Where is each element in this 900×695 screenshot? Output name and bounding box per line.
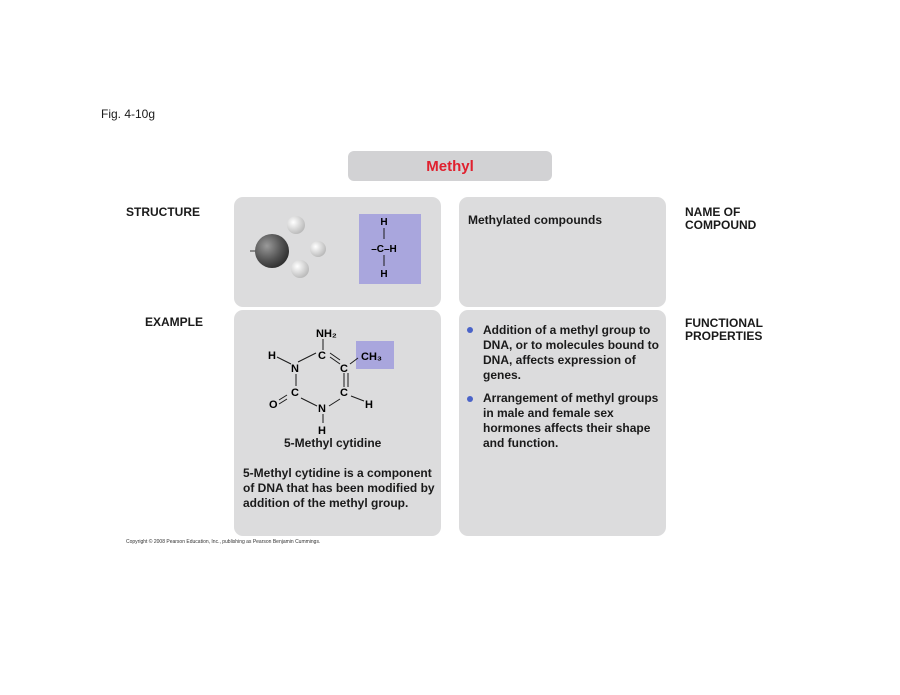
functional-group-title: Methyl — [348, 151, 552, 181]
figure-label: Fig. 4-10g — [101, 107, 156, 121]
functional-point-1: Addition of a methyl group to DNA, or to… — [483, 323, 659, 382]
structure-panel: H –C–H H — [234, 197, 441, 307]
atom-o: O — [269, 399, 278, 411]
functional-properties-label: FUNCTIONAL PROPERTIES — [685, 316, 763, 343]
functional-properties-panel: Addition of a methyl group to DNA, or to… — [459, 310, 666, 536]
hydrogen-atom — [310, 241, 326, 257]
atom-labels: NH₂ H N C C CH₃ O C N C H H — [268, 328, 382, 437]
atom-n-upper: N — [291, 363, 299, 375]
ball-and-stick-model — [250, 216, 326, 278]
atom-n-lower: N — [318, 403, 326, 415]
atom-h-right: H — [365, 399, 373, 411]
ring-bonds — [276, 339, 365, 423]
structure-label: STRUCTURE — [126, 205, 200, 219]
methyl-highlight — [356, 341, 394, 369]
bullet-icon — [467, 327, 473, 333]
example-panel: NH₂ H N C C CH₃ O C N C H H 5-Methyl cyt… — [234, 310, 441, 536]
atom-h-bottom: H — [318, 425, 326, 437]
functional-point-2: Arrangement of methyl groups in male and… — [483, 391, 659, 450]
structural-formula: H –C–H H — [359, 214, 421, 284]
example-molecule-name: 5-Methyl cytidine — [284, 436, 382, 450]
carbon-atom — [255, 234, 289, 268]
formula-h-bottom: H — [380, 269, 387, 280]
atom-c-lower-right: C — [340, 387, 348, 399]
compound-name: Methylated compounds — [468, 213, 603, 227]
copyright-notice: Copyright © 2008 Pearson Education, Inc.… — [126, 539, 321, 545]
functional-group-title-text: Methyl — [426, 157, 474, 175]
hydrogen-atom — [291, 260, 309, 278]
atom-ch3: CH₃ — [361, 351, 382, 363]
name-panel: Methylated compounds — [459, 197, 666, 307]
atom-c-upper-left: C — [318, 350, 326, 362]
atom-c-upper-right: C — [340, 363, 348, 375]
atom-c-lower-left: C — [291, 387, 299, 399]
structure-drawing: H –C–H H — [250, 214, 421, 284]
atom-nh2: NH₂ — [316, 328, 337, 340]
hydrogen-atom — [287, 216, 305, 234]
structural-formula-highlight — [359, 214, 421, 284]
atom-h-left: H — [268, 350, 276, 362]
bullet-icon — [467, 396, 473, 402]
name-of-compound-label: NAME OF COMPOUND — [685, 205, 757, 232]
formula-middle: –C–H — [371, 244, 397, 255]
cytidine-structure: NH₂ H N C C CH₃ O C N C H H — [268, 328, 394, 437]
example-label: EXAMPLE — [145, 315, 204, 329]
example-description: 5-Methyl cytidine is a component of DNA … — [243, 466, 435, 510]
formula-h-top: H — [380, 217, 387, 228]
